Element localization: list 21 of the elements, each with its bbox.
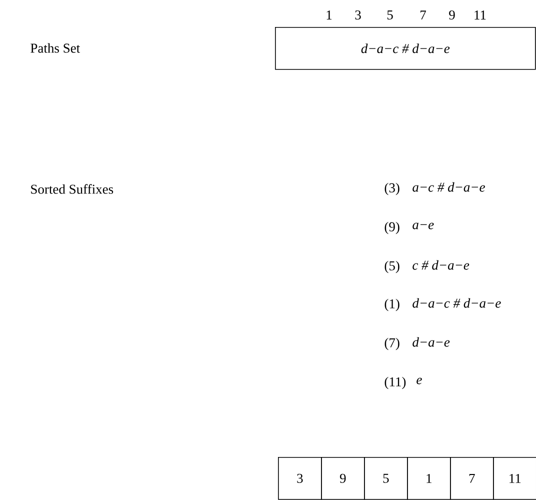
row-heading: Sorted Suffixes <box>31 184 114 194</box>
array-cell: 3 <box>278 457 322 500</box>
array-cell: 1 <box>407 457 451 500</box>
suffix-index: (9) <box>384 222 400 234</box>
array-cell: 5 <box>364 457 408 500</box>
suffix-text: e <box>416 378 422 384</box>
suffix-index: (3) <box>384 182 400 196</box>
suffix-index: (5) <box>384 260 400 274</box>
array-cell: 9 <box>321 457 365 500</box>
array-cell: 11 <box>493 457 536 500</box>
suffix-text: a−c # d−a−e <box>412 182 485 192</box>
suffix-text: a−e <box>412 222 434 230</box>
row-heading: Paths Set <box>30 43 80 53</box>
array-cell: 7 <box>450 457 494 500</box>
suffix-index: (7) <box>384 338 400 350</box>
suffix-text: c # d−a−e <box>412 260 470 270</box>
suffix-text: d−a−e <box>412 337 450 347</box>
suffix-index: (1) <box>384 298 400 312</box>
suffix-index: (11) <box>384 376 406 390</box>
suffix-text: d−a−c # d−a−e <box>412 298 501 308</box>
string-box: d−a−c # d−a−e <box>275 27 536 70</box>
